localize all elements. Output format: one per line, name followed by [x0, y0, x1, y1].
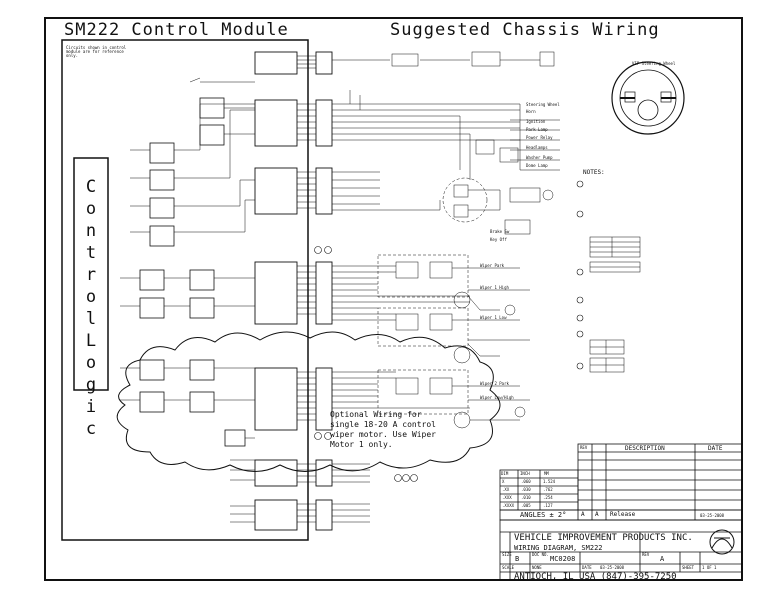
connector-label: Horn: [526, 109, 536, 114]
connector-label: Wiper 1 High: [480, 285, 509, 290]
tol-cell: .XXX: [502, 495, 512, 500]
drawing-border: [44, 17, 743, 581]
module-title: SM222 Control Module: [64, 20, 289, 40]
connector-label: Park Lamp: [526, 127, 548, 132]
connector-label: Headlamps: [526, 145, 548, 150]
optional-wiring-cloud: [116, 331, 501, 472]
description-col-label: DESCRIPTION: [625, 445, 665, 452]
control-module-box: [61, 39, 309, 541]
doc-no: MC0208: [550, 555, 576, 563]
company-name: VEHICLE IMPROVEMENT PRODUCTS INC.: [514, 533, 693, 543]
module-connectors: [254, 51, 298, 531]
rev-row-letter: A: [581, 511, 585, 518]
connector-label: Dome Lamp: [526, 163, 548, 168]
connector-label: Wiper Park: [480, 263, 505, 268]
angles-note: ANGLES ± 2°: [520, 511, 567, 519]
date-value: 03-25-2008: [600, 565, 625, 570]
rev-row-date: 03-25-2008: [700, 513, 725, 518]
connector-label: Key Off: [490, 237, 507, 242]
connector-label: Brake Sw: [490, 229, 510, 234]
doc-title: WIRING DIAGRAM, SM222: [514, 544, 603, 552]
doc-no-label: DOC NO.: [532, 552, 549, 557]
company-address: ANTIOCH, IL USA (847)-395-7250: [514, 572, 677, 582]
tol-cell: .060: [521, 479, 531, 484]
steering-wheel-label: VIP Steering Wheel: [632, 61, 676, 66]
tol-cell: X: [502, 479, 505, 484]
rev-row-desc: Release: [610, 511, 636, 518]
connector-label: Washer Pump: [526, 155, 553, 160]
connector-label: Ignition: [526, 119, 546, 124]
connector-label: Steering Wheel: [526, 102, 560, 107]
connector-label: Power Relay: [526, 135, 553, 140]
tol-cell: .005: [521, 503, 531, 508]
tol-cell: .030: [521, 487, 531, 492]
module-note: Circuits shown in control module are for…: [66, 45, 127, 58]
sheet-label: SHEET: [682, 565, 695, 570]
notes-heading: NOTES:: [583, 169, 605, 176]
module-wires: [120, 55, 316, 523]
tol-cell: .127: [543, 503, 553, 508]
optional-wiring-note: Optional Wiring for single 18-20 A contr…: [330, 410, 436, 449]
relay-group-left: [139, 97, 246, 447]
tol-cell: 1.524: [543, 479, 556, 484]
rev-col-label: REV: [580, 445, 588, 450]
tol-cell: .XXXX: [502, 503, 515, 508]
tol-cell: .010: [521, 495, 531, 500]
sheet-value: 1 OF 1: [702, 565, 717, 570]
control-logic-label: Control Logic: [85, 177, 97, 439]
rev-row-letter2: A: [595, 511, 599, 518]
chassis-title: Suggested Chassis Wiring: [390, 20, 660, 40]
control-logic-box: [73, 157, 109, 391]
notes-tables: [589, 236, 641, 373]
connector-label: Wiper Low/High: [480, 395, 514, 400]
scale-value: NONE: [532, 565, 542, 570]
rev-value: A: [660, 555, 665, 563]
tol-header: INCH: [520, 471, 530, 476]
chassis-wires: [332, 51, 560, 523]
steering-wheel-icon: [611, 61, 685, 135]
circle-markers: [314, 180, 584, 482]
size-value: B: [515, 555, 520, 563]
tol-cell: .XX: [502, 487, 510, 492]
tol-header: MM: [544, 471, 549, 476]
tol-cell: .254: [543, 495, 553, 500]
rev-label: REV: [642, 552, 650, 557]
title-block: [499, 443, 743, 581]
size-label: SIZE: [502, 552, 512, 557]
chassis-connectors: [315, 51, 333, 531]
connector-label: Wiper 1 Low: [480, 315, 507, 320]
scale-label: SCALE: [502, 565, 515, 570]
tol-header: DIM: [501, 471, 509, 476]
tol-cell: .762: [543, 487, 553, 492]
date-col-label: DATE: [708, 445, 723, 452]
connector-label: Wiper 2 Park: [480, 381, 509, 386]
date-label: DATE: [582, 565, 592, 570]
